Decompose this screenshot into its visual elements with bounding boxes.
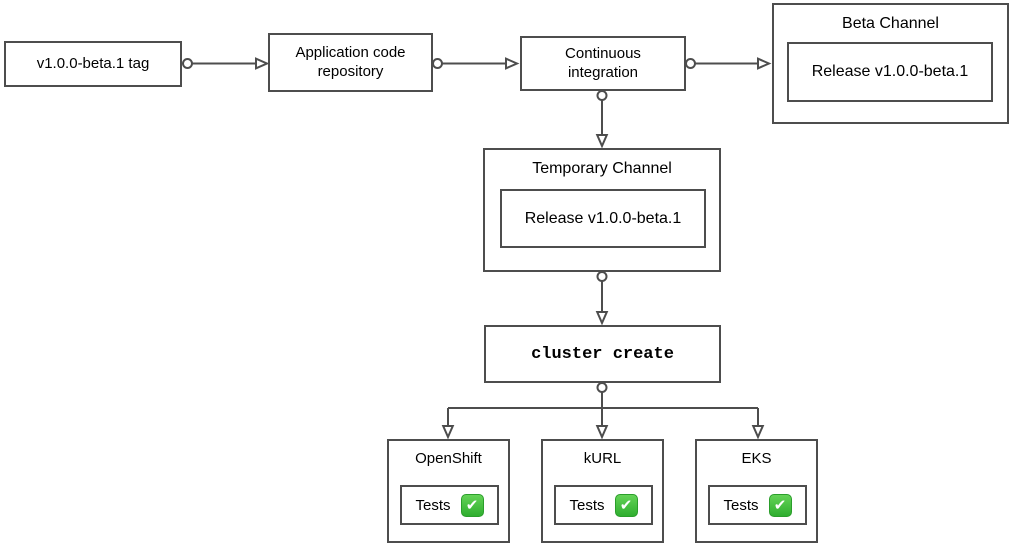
temporary-channel-title: Temporary Channel [532, 160, 672, 177]
check-glyph: ✔ [773, 496, 787, 514]
beta-release-label: Release v1.0.0-beta.1 [811, 63, 969, 80]
check-mark-icon: ✔ [768, 493, 792, 517]
node-temporary-channel: Temporary Channel Release v1.0.0-beta.1 [483, 148, 721, 272]
check-glyph: ✔ [465, 496, 479, 514]
openshift-title: OpenShift [415, 450, 482, 467]
kurl-tests-box: Tests ✔ [554, 485, 653, 525]
node-kurl: kURL Tests ✔ [541, 439, 664, 543]
connector-ci-to-beta-channel [685, 57, 772, 70]
continuous-integration-label: Continuous integration [565, 44, 641, 81]
node-eks: EKS Tests ✔ [695, 439, 818, 543]
application-code-repository-label: Application code repository [295, 43, 406, 80]
check-mark-icon: ✔ [460, 493, 484, 517]
node-application-code-repository: Application code repository [268, 33, 433, 92]
node-cluster-create: cluster create [484, 325, 721, 383]
eks-tests-label: Tests [723, 496, 759, 514]
kurl-title: kURL [583, 450, 622, 467]
openshift-tests-box: Tests ✔ [400, 485, 499, 525]
node-beta-channel: Beta Channel Release v1.0.0-beta.1 [772, 3, 1009, 124]
connector-tag-to-repo [182, 57, 270, 70]
connector-ci-to-temporary-channel [595, 90, 609, 149]
openshift-tests-label: Tests [415, 496, 451, 514]
version-tag-label: v1.0.0-beta.1 tag [36, 54, 150, 72]
node-version-tag: v1.0.0-beta.1 tag [4, 41, 182, 87]
eks-tests-box: Tests ✔ [708, 485, 807, 525]
temporary-release-label: Release v1.0.0-beta.1 [524, 209, 682, 227]
beta-channel-title: Beta Channel [842, 15, 939, 32]
check-mark-icon: ✔ [614, 493, 638, 517]
node-beta-release: Release v1.0.0-beta.1 [787, 42, 993, 102]
node-continuous-integration: Continuous integration [520, 36, 686, 91]
kurl-tests-label: Tests [569, 496, 605, 514]
cluster-create-label: cluster create [531, 344, 674, 364]
eks-title: EKS [741, 450, 772, 467]
connector-cluster-create-to-platforms [441, 382, 765, 440]
node-openshift: OpenShift Tests ✔ [387, 439, 510, 543]
connector-repo-to-ci [432, 57, 520, 70]
node-temporary-release: Release v1.0.0-beta.1 [500, 189, 706, 248]
connector-temporary-channel-to-cluster-create [595, 271, 609, 326]
check-glyph: ✔ [619, 496, 633, 514]
